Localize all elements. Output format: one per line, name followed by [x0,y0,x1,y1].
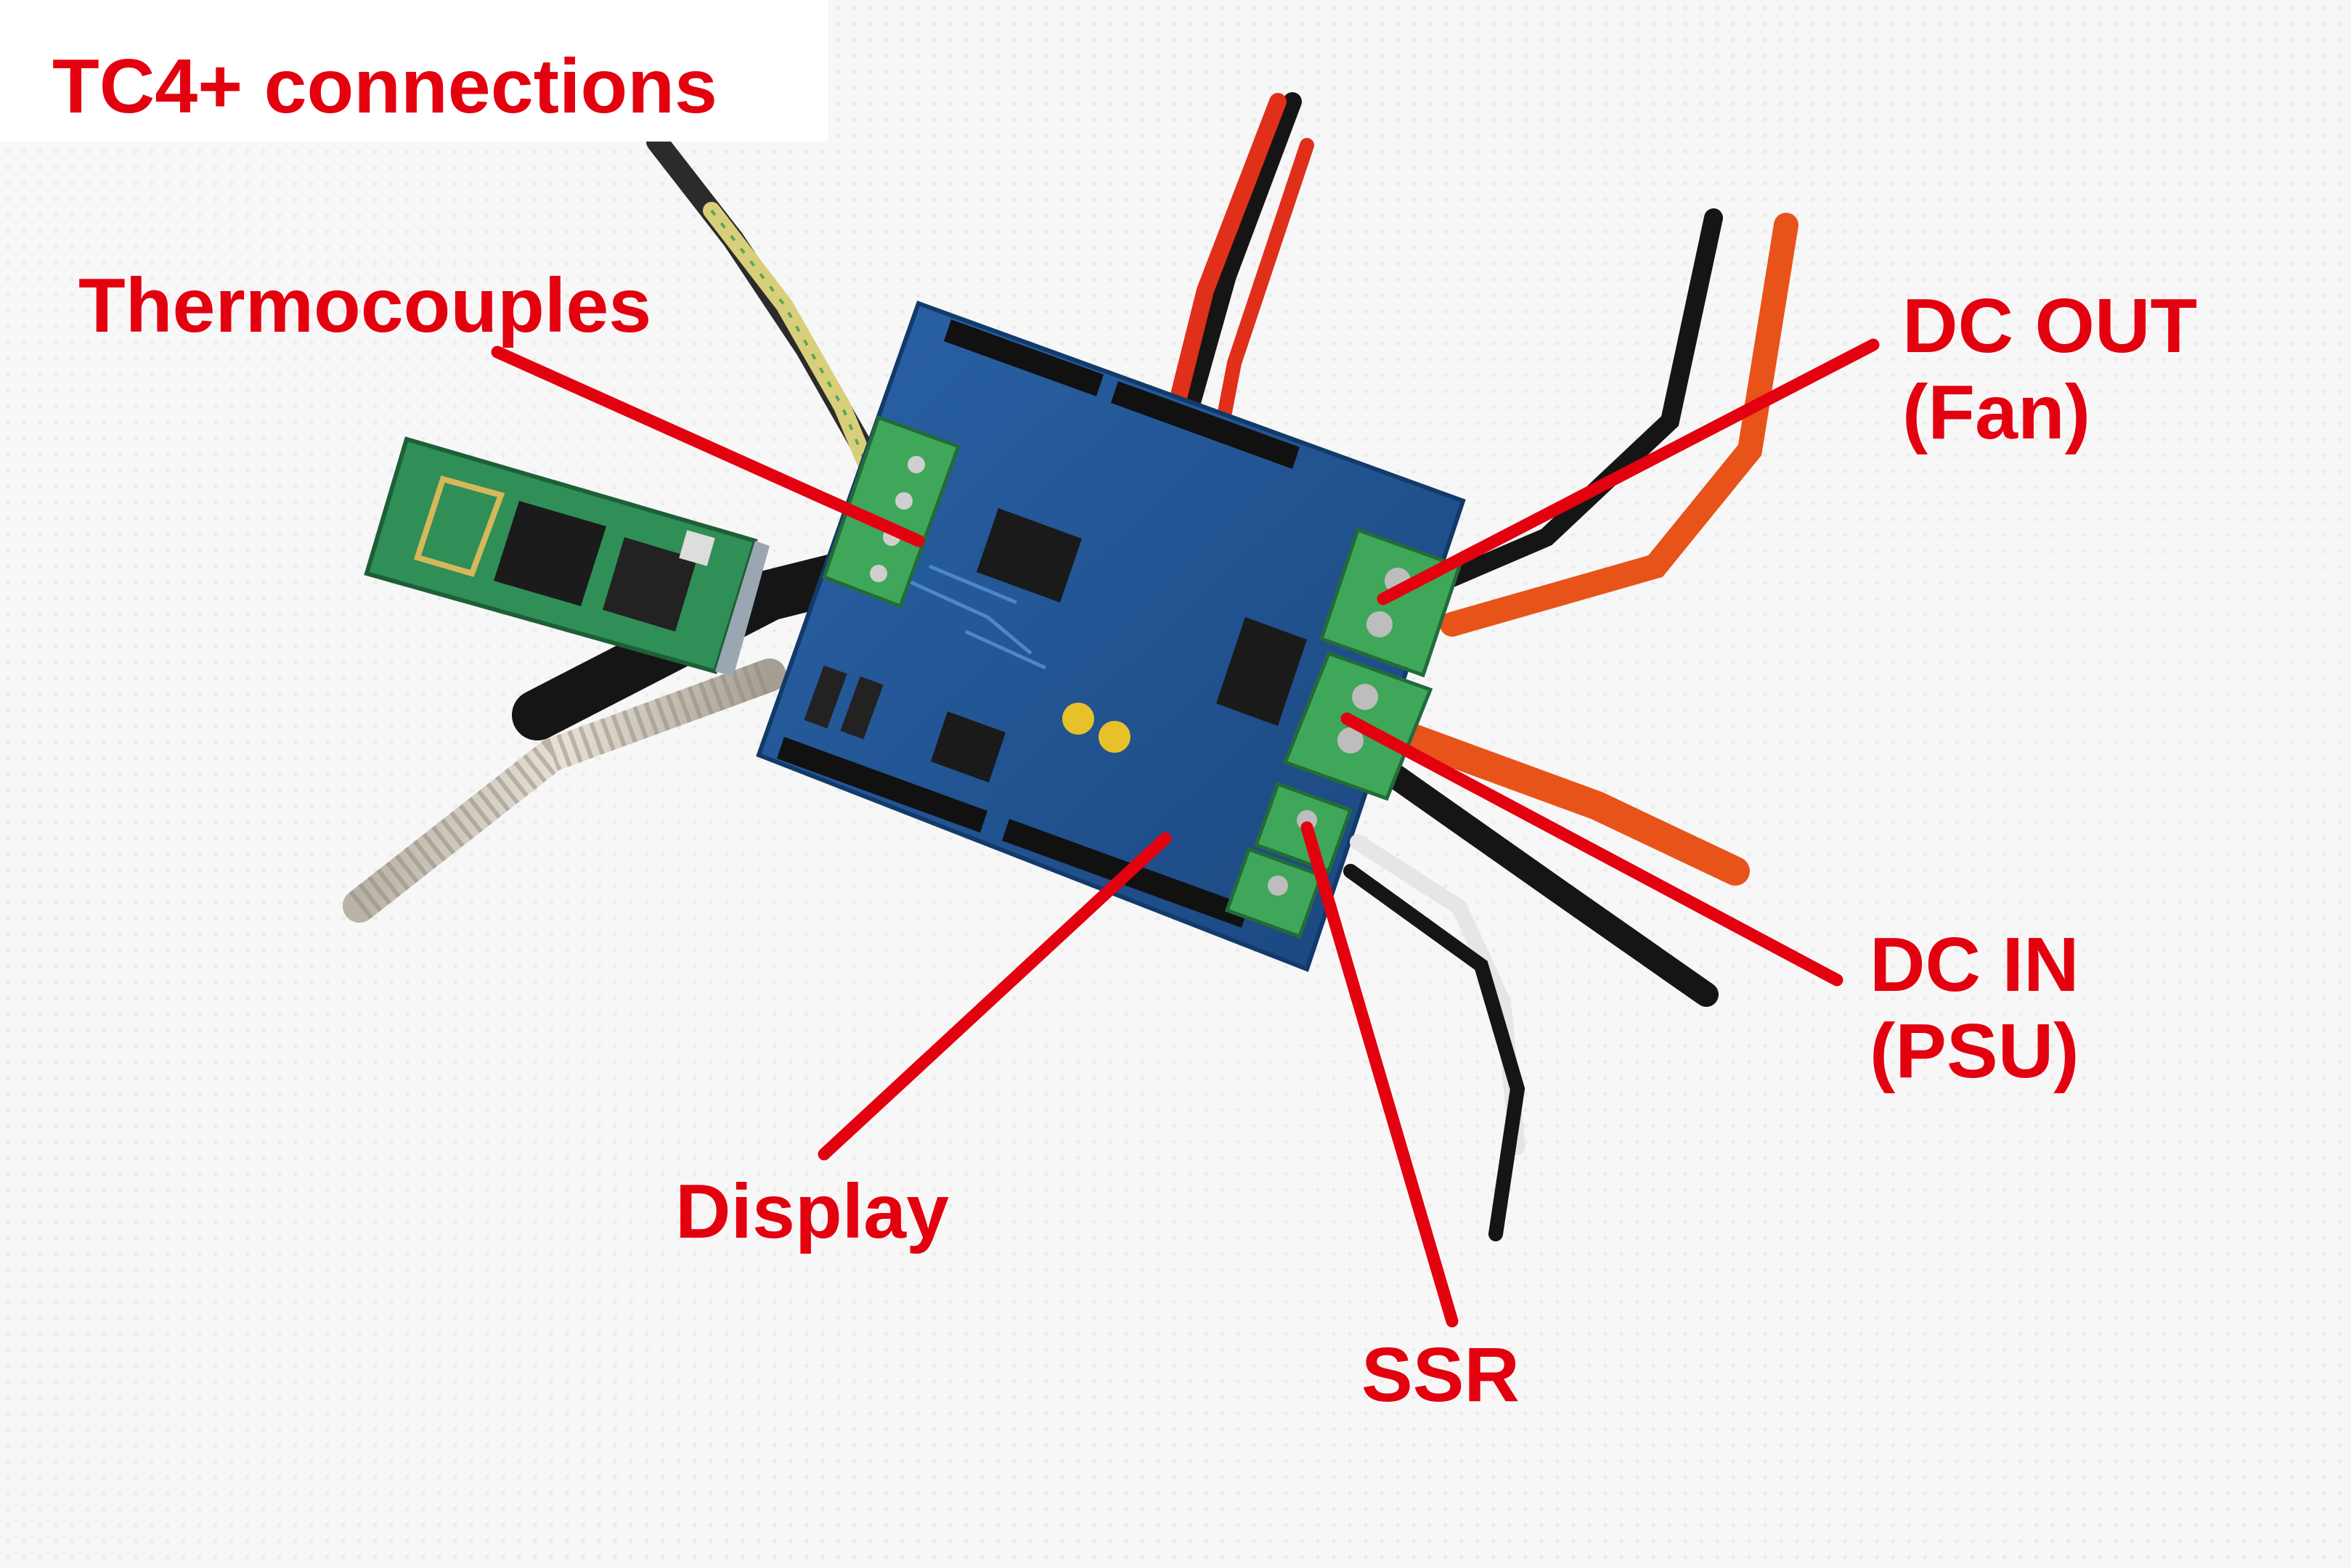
bluetooth-module [364,436,770,677]
display-callout-line [818,832,1172,1161]
dc-in-label-line1: DC IN [1870,922,2079,1008]
dc-in-label: DC IN (PSU) [1870,922,2079,1094]
ssr-label: SSR [1361,1332,1520,1418]
dc-out-label-line2: (Fan) [1902,369,2091,455]
callout-lines [491,338,1880,1328]
thermocouples-callout-line [491,346,925,547]
title-background [0,0,828,142]
dc-in-callout-line [1340,712,1843,987]
thermocouple-terminal [821,415,961,609]
display-label: Display [675,1169,950,1254]
dc-out-callout-line [1377,338,1880,605]
thermocouples-label: Thermocouples [78,263,652,348]
ssr-callout-line [1300,821,1459,1328]
dc-in-label-line2: (PSU) [1870,1008,2079,1094]
page-title: TC4+ connections [52,44,717,129]
dc-out-label-line1: DC OUT [1902,283,2198,369]
dc-out-label: DC OUT (Fan) [1902,283,2197,455]
ssr-wires [1343,834,1525,1241]
psu-wires [1353,711,1750,1007]
